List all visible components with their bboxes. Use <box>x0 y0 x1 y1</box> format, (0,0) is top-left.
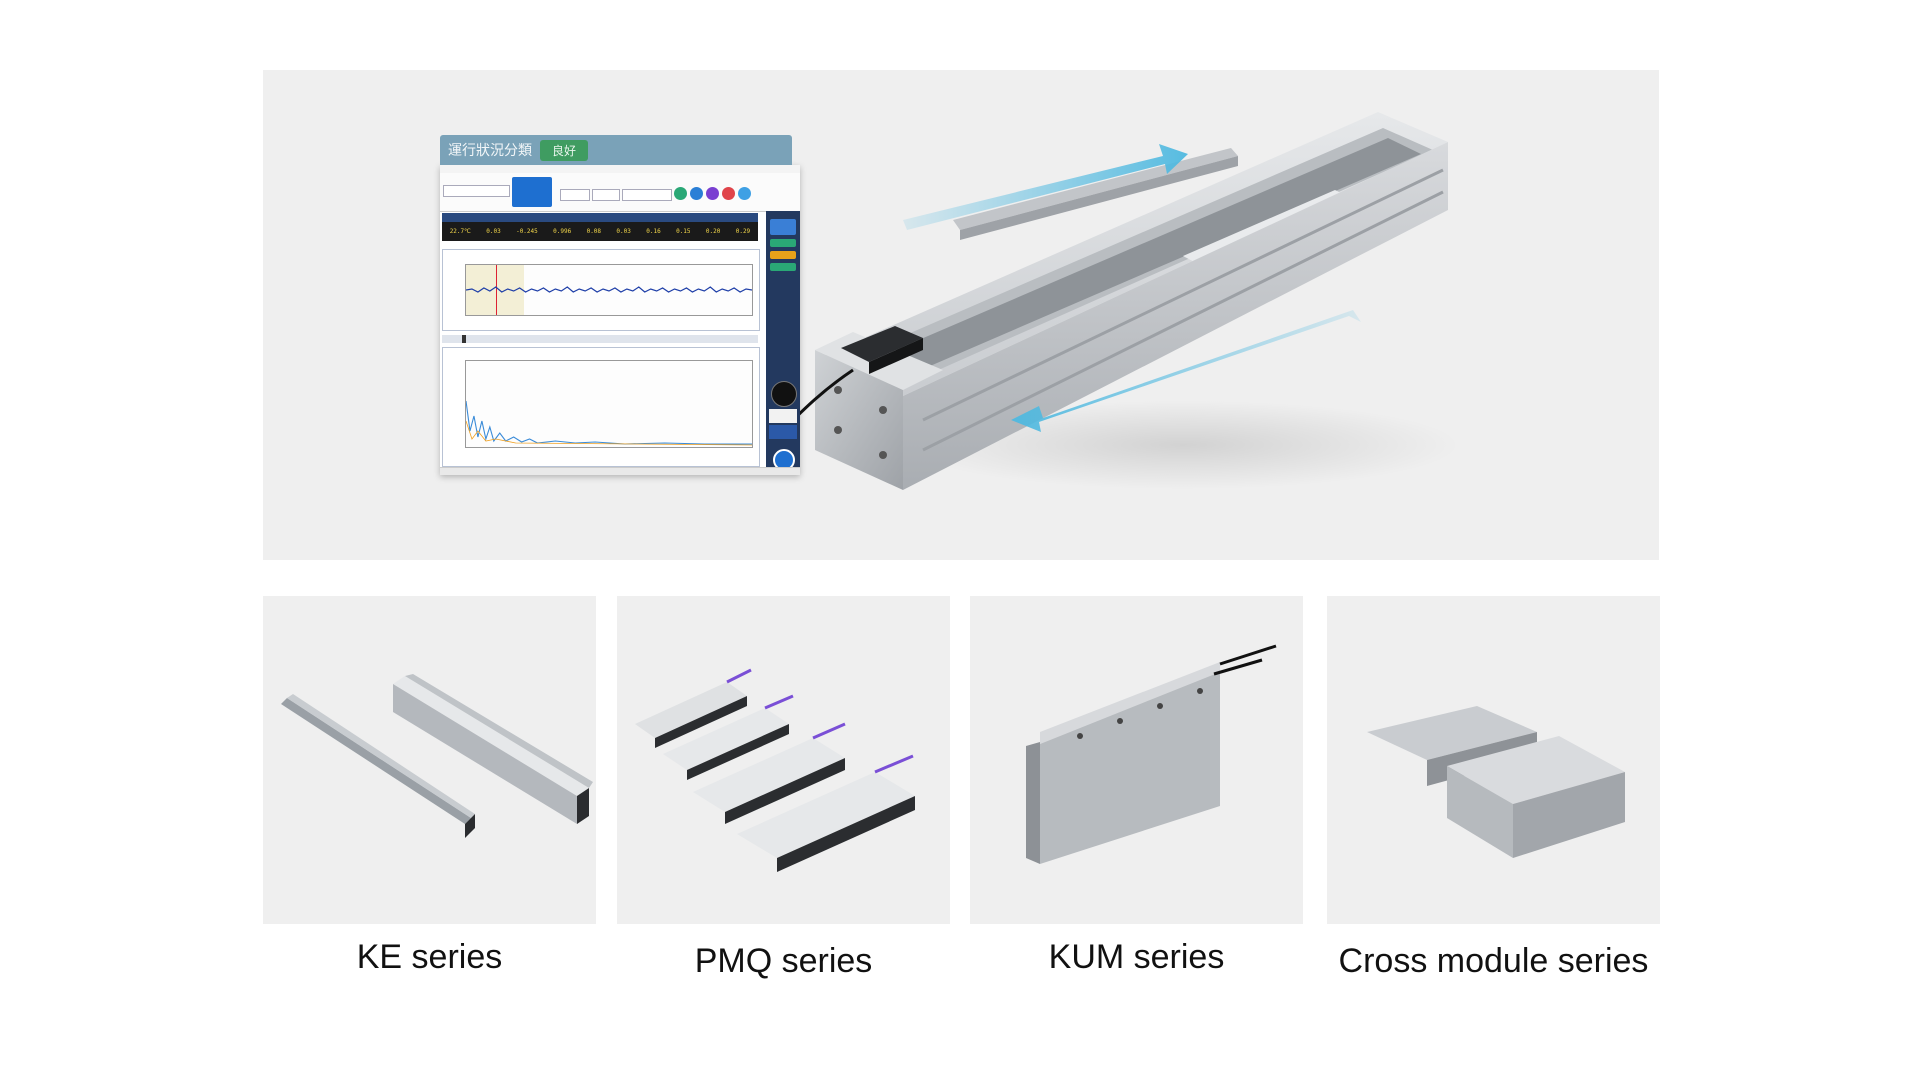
spectrum-plot <box>442 347 760 467</box>
mode-field[interactable] <box>622 189 672 201</box>
time-slider[interactable] <box>442 335 758 343</box>
stats-values: 22.7℃ 0.03 -0.245 0.996 0.08 0.03 0.16 0… <box>442 224 758 238</box>
pmq-series-image <box>635 668 915 872</box>
clock-icon <box>771 381 797 407</box>
stats-header <box>442 213 758 222</box>
status-bar <box>440 467 800 475</box>
time-series-plot <box>442 249 760 331</box>
side-button-3[interactable] <box>770 263 796 271</box>
stat-value: 22.7℃ <box>449 227 471 235</box>
side-panel <box>766 211 800 475</box>
product-label-kum: KUM series <box>1048 938 1225 976</box>
product-card-cross[interactable] <box>1327 596 1660 924</box>
product-card-kum[interactable] <box>970 596 1303 924</box>
stat-value: 0.15 <box>676 227 691 235</box>
stat-value: 0.08 <box>586 227 602 235</box>
monitoring-software-panel: 運行狀況分類 良好 22.7℃ 0.03 -0.245 0.996 0.08 <box>440 135 800 475</box>
arrow-right-icon <box>903 144 1188 230</box>
product-label-pmq: PMQ series <box>694 942 873 980</box>
brand-badge <box>769 425 797 439</box>
stat-value: -0.245 <box>516 227 538 235</box>
kum-series-image <box>1026 644 1277 864</box>
stat-value: 0.16 <box>646 227 661 235</box>
toolbar <box>440 173 800 212</box>
file-icon[interactable] <box>706 187 719 200</box>
stat-value: 0.20 <box>705 227 721 235</box>
record-icon[interactable] <box>674 187 687 200</box>
product-card-pmq[interactable] <box>617 596 950 924</box>
status-banner: 運行狀況分類 良好 <box>440 135 792 165</box>
stat-value: 0.29 <box>735 227 751 235</box>
plot-area <box>465 360 753 448</box>
play-icon[interactable] <box>690 187 703 200</box>
rate-field[interactable] <box>592 189 620 201</box>
slider-handle[interactable] <box>462 335 466 343</box>
ke-series-image <box>281 674 593 838</box>
stat-value: 0.03 <box>616 227 631 235</box>
cursor-line <box>496 265 497 315</box>
plot-area <box>465 264 753 316</box>
arrow-left-icon <box>1011 310 1361 432</box>
device-field[interactable] <box>443 185 510 197</box>
side-button-2[interactable] <box>770 251 796 259</box>
status-badge: 良好 <box>540 139 589 161</box>
stats-table: 22.7℃ 0.03 -0.245 0.996 0.08 0.03 0.16 0… <box>442 213 758 241</box>
product-label-ke: KE series <box>356 938 503 976</box>
banner-title: 運行狀況分類 <box>448 143 532 159</box>
product-card-ke[interactable] <box>263 596 596 924</box>
stat-value: 0.03 <box>486 227 501 235</box>
linear-module-illustration <box>781 112 1448 490</box>
range-field[interactable] <box>560 189 590 201</box>
settings-icon[interactable] <box>738 187 751 200</box>
pdf-icon[interactable] <box>722 187 735 200</box>
logo <box>769 409 797 423</box>
cross-module-series-image <box>1367 706 1625 858</box>
product-label-cross: Cross module series <box>1338 942 1649 980</box>
connect-button[interactable] <box>512 177 552 207</box>
eye-icon[interactable] <box>770 219 796 235</box>
stat-value: 0.996 <box>553 227 572 235</box>
hero-banner: 運行狀況分類 良好 22.7℃ 0.03 -0.245 0.996 0.08 <box>263 70 1659 560</box>
side-button-1[interactable] <box>770 239 796 247</box>
